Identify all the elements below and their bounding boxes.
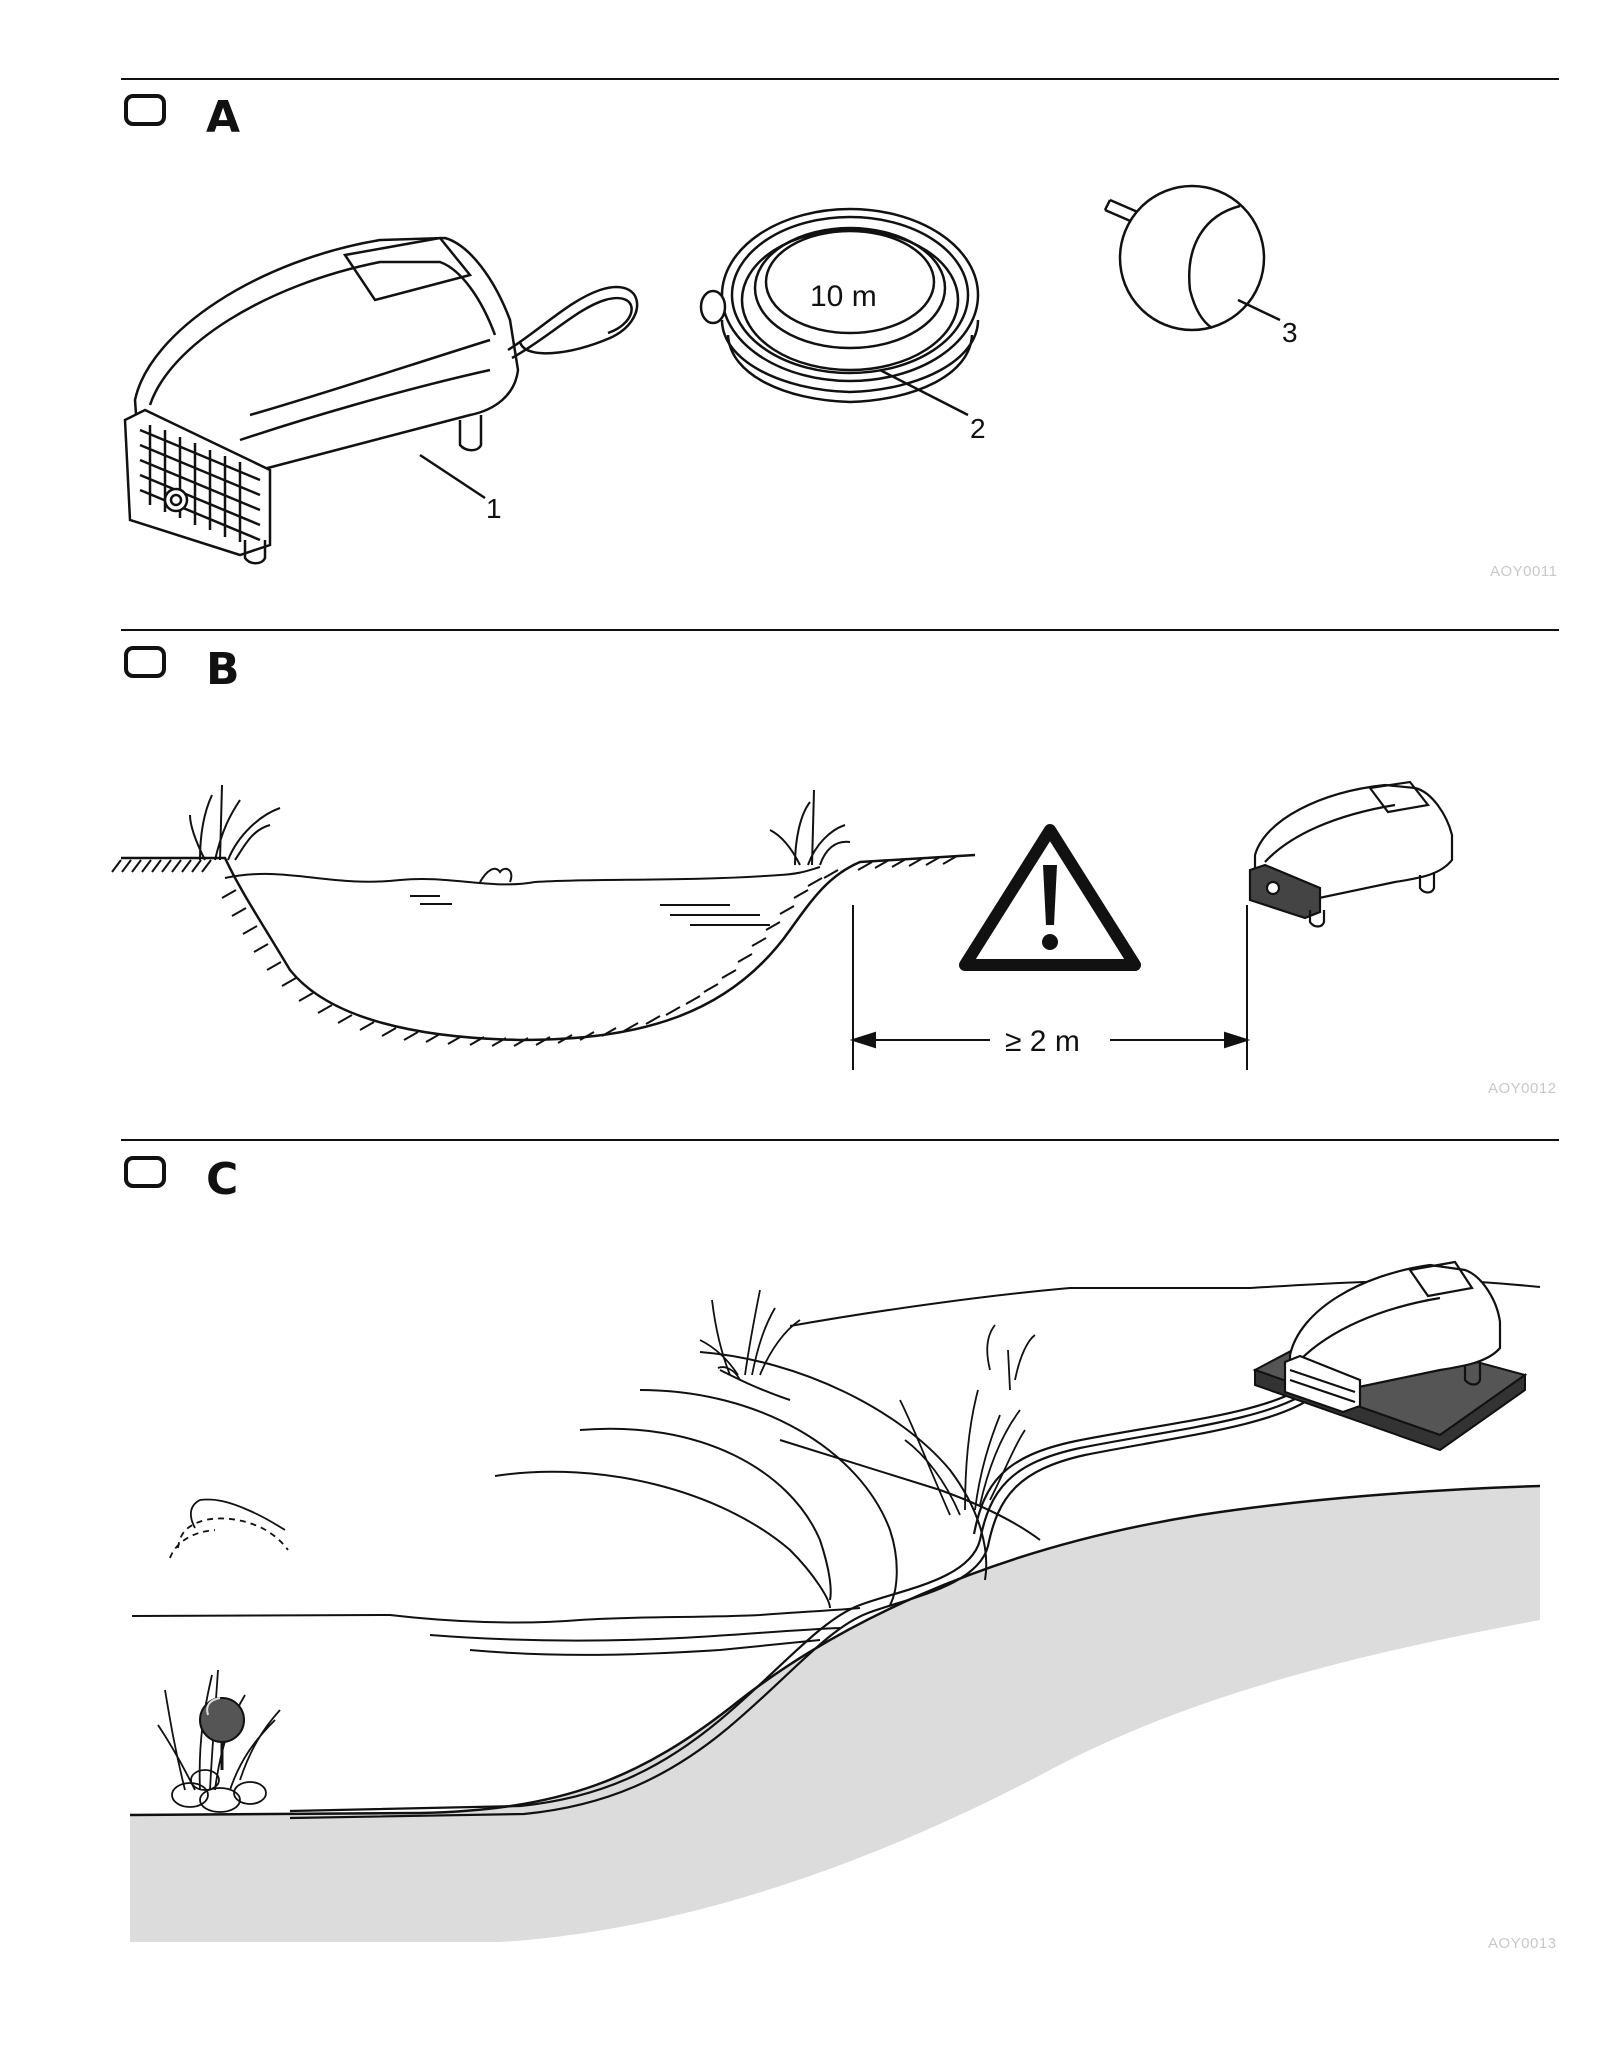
section-c-divider [121, 1139, 1559, 1141]
distance-label: ≥ 2 m [1005, 1025, 1080, 1058]
callout-3: 3 [1282, 317, 1298, 348]
pump-on-slab [1252, 1260, 1528, 1452]
pond-ground [130, 1486, 1540, 1942]
section-a-checkbox-icon[interactable] [124, 94, 166, 126]
hose-coil-illustration [699, 207, 980, 417]
section-c-figure-code: AOY0013 [1488, 1935, 1557, 1952]
section-a-divider [121, 78, 1559, 80]
section-c-checkbox-icon[interactable] [124, 1156, 166, 1188]
section-b: B ≥ 2 m [0, 620, 1609, 1130]
section-b-figure-code: AOY0012 [1488, 1080, 1557, 1097]
section-a-figure-code: AOY0011 [1490, 563, 1558, 580]
callout-1: 1 [486, 493, 502, 524]
air-stone-in-pond [199, 1697, 245, 1770]
section-a: A 1 [0, 0, 1609, 620]
pond-surface-lines [131, 1279, 1541, 1656]
section-c-letter: C [206, 1154, 239, 1205]
section-b-checkbox-icon[interactable] [124, 646, 166, 678]
section-c-illustration [129, 1260, 1541, 1942]
section-a-letter: A [206, 92, 241, 143]
callout-2: 2 [970, 413, 986, 444]
pond-cross-section [111, 784, 1251, 1070]
warning-triangle-icon [959, 824, 1141, 971]
bank-plants [699, 1289, 1036, 1516]
small-pump-illustration [1248, 780, 1454, 928]
section-a-illustration: 1 10 m 2 3 [123, 184, 1298, 565]
section-b-illustration: ≥ 2 m [111, 780, 1454, 1070]
air-stone-illustration [1103, 184, 1281, 332]
section-b-divider [121, 629, 1559, 631]
hose-length-label: 10 m [810, 280, 877, 313]
air-hose-line [289, 1384, 1315, 1820]
section-b-letter: B [206, 644, 240, 695]
air-pump-illustration [123, 236, 639, 565]
section-c: C [0, 1130, 1609, 2048]
